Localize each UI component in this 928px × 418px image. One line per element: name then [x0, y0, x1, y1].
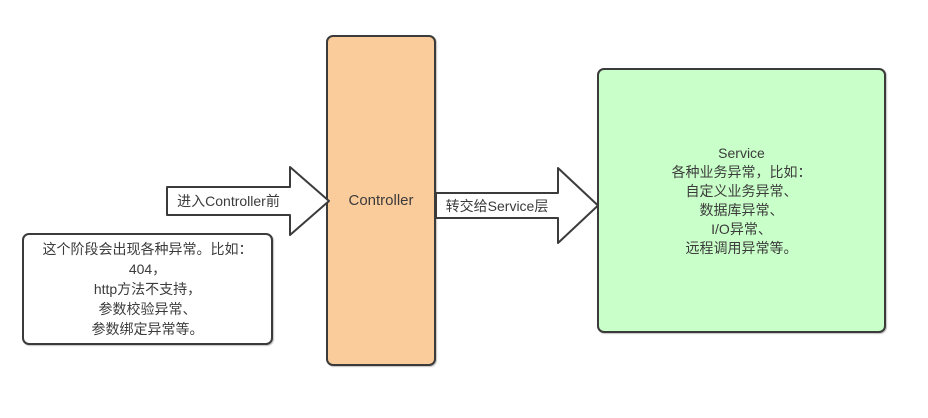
note-line: 这个阶段会出现各种异常。比如： — [42, 241, 253, 257]
note-line: 参数绑定异常等。 — [91, 321, 204, 337]
service-line: 数据库异常、 — [699, 201, 784, 218]
exception-note-box: 这个阶段会出现各种异常。比如： 404， http方法不支持， 参数校验异常、 … — [22, 233, 273, 345]
service-box: Service 各种业务异常，比如： 自定义业务异常、 数据库异常、 I/O异常… — [597, 68, 886, 333]
controller-box: Controller — [326, 35, 436, 366]
note-line: http方法不支持， — [93, 281, 202, 297]
service-line: 各种业务异常，比如： — [671, 163, 812, 180]
service-line: I/O异常、 — [711, 220, 772, 237]
controller-label: Controller — [348, 192, 414, 209]
pre-controller-arrow-label: 进入Controller前 — [177, 193, 280, 209]
note-line: 404， — [128, 261, 167, 277]
to-service-arrow-label: 转交给Service层 — [445, 197, 549, 214]
service-line: 远程调用异常等。 — [685, 239, 798, 256]
service-title: Service — [718, 144, 765, 161]
note-line: 参数校验异常、 — [98, 301, 197, 317]
service-line: 自定义业务异常、 — [685, 182, 798, 199]
